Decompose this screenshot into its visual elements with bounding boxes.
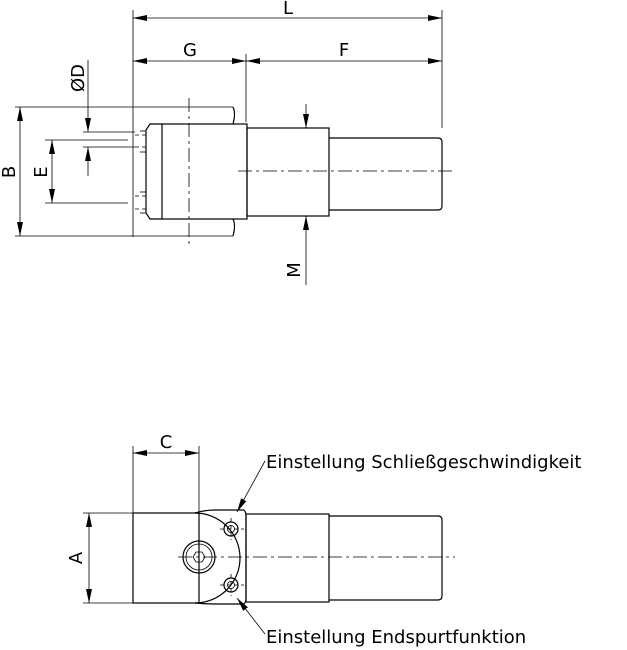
- dim-label-g: G: [183, 40, 197, 61]
- top-view: L G F M B: [0, 0, 455, 285]
- dim-label-d: ØD: [68, 64, 89, 92]
- dim-label-f: F: [339, 40, 349, 61]
- screw-closing-speed-icon: [220, 518, 244, 540]
- dim-label-c: C: [160, 432, 173, 453]
- dim-label-b: B: [0, 166, 20, 178]
- annotation-end-stroke: Einstellung Endspurtfunktion: [266, 627, 526, 648]
- leader-end-stroke: [236, 597, 266, 635]
- dim-label-l: L: [283, 0, 293, 19]
- dim-label-a: A: [66, 551, 87, 564]
- bottom-view: C A Einstellung Schließgeschwin: [66, 432, 581, 648]
- dim-label-e: E: [31, 166, 52, 177]
- dim-label-m: M: [284, 262, 305, 278]
- annotation-closing-speed: Einstellung Schließgeschwindigkeit: [266, 452, 581, 473]
- main-adjust-screw-icon: [182, 540, 216, 574]
- screw-end-stroke-icon: [220, 574, 244, 596]
- leader-closing-speed: [236, 460, 266, 513]
